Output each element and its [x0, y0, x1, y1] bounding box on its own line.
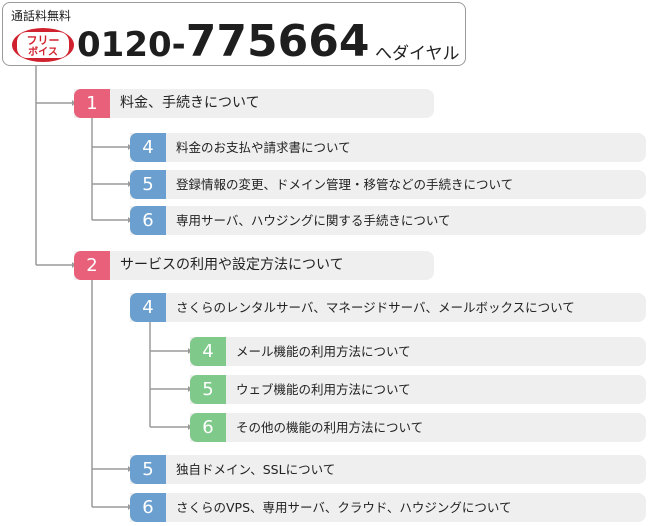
item-label: ウェブ機能の利用方法について [236, 382, 411, 397]
menu-item-mail-function[interactable]: 4 メール機能の利用方法について [190, 337, 646, 366]
menu-item-web-function[interactable]: 5 ウェブ機能の利用方法について [190, 375, 646, 404]
item-number: 6 [130, 206, 166, 235]
item-number: 5 [130, 170, 166, 199]
menu-item-domain-ssl[interactable]: 5 独自ドメイン、SSLについて [130, 455, 646, 484]
menu-item-rental-server[interactable]: 4 さくらのレンタルサーバ、マネージドサーバ、メールボックスについて [130, 293, 646, 322]
item-label: 専用サーバ、ハウジングに関する手続きについて [176, 213, 451, 228]
item-number: 4 [130, 133, 166, 162]
item-number: 4 [130, 293, 166, 322]
item-number: 5 [130, 455, 166, 484]
menu-item-other-functions[interactable]: 6 その他の機能の利用方法について [190, 413, 646, 442]
item-number: 1 [74, 89, 110, 118]
freevoice-logo-icon: フリー ボイス [12, 28, 74, 62]
menu-item-vps-cloud-housing[interactable]: 6 さくらのVPS、専用サーバ、クラウド、ハウジングについて [130, 493, 646, 522]
menu-item-fees-procedures[interactable]: 1 料金、手続きについて [74, 89, 434, 118]
item-label: 料金、手続きについて [120, 95, 260, 111]
item-label: さくらのレンタルサーバ、マネージドサーバ、メールボックスについて [176, 300, 575, 315]
item-number: 2 [74, 251, 110, 280]
phone-header: 通話料無料 フリー ボイス 0120-775664 へダイヤル [2, 2, 466, 66]
item-label: メール機能の利用方法について [236, 344, 411, 359]
dial-suffix: へダイヤル [375, 44, 460, 64]
item-number: 5 [190, 375, 226, 404]
menu-item-service-usage[interactable]: 2 サービスの利用や設定方法について [74, 251, 434, 280]
phone-prefix: 0120- [77, 25, 186, 65]
item-number: 4 [190, 337, 226, 366]
phone-main: 775664 [185, 16, 370, 67]
item-label: さくらのVPS、専用サーバ、クラウド、ハウジングについて [176, 500, 512, 515]
item-label: サービスの利用や設定方法について [120, 257, 344, 273]
logo-text-bottom: ボイス [28, 45, 58, 58]
item-label: その他の機能の利用方法について [236, 420, 424, 435]
item-number: 6 [190, 413, 226, 442]
phone-number[interactable]: 0120-775664 [77, 20, 369, 64]
menu-item-registration-change[interactable]: 5 登録情報の変更、ドメイン管理・移管などの手続きについて [130, 170, 646, 199]
logo-text-top: フリー [27, 34, 60, 47]
menu-item-dedicated-housing-procedures[interactable]: 6 専用サーバ、ハウジングに関する手続きについて [130, 206, 646, 235]
item-label: 料金のお支払や請求書について [176, 140, 351, 155]
item-label: 独自ドメイン、SSLについて [176, 462, 336, 477]
item-number: 6 [130, 493, 166, 522]
toll-free-label: 通話料無料 [11, 9, 72, 23]
menu-item-payment-invoice[interactable]: 4 料金のお支払や請求書について [130, 133, 646, 162]
item-label: 登録情報の変更、ドメイン管理・移管などの手続きについて [176, 177, 514, 192]
